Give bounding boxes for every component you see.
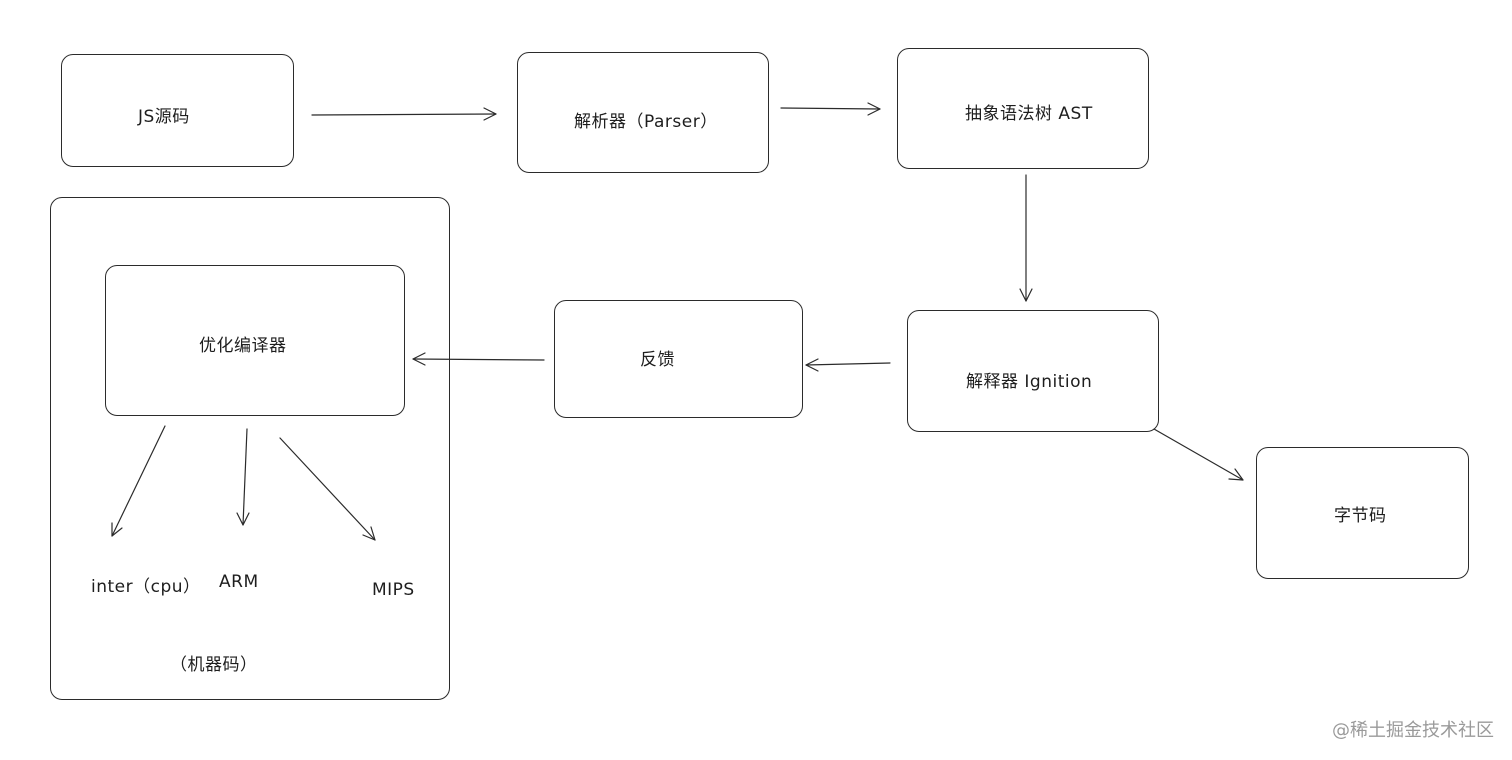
parser-label: 解析器（Parser） bbox=[574, 112, 718, 132]
interpreter-label: 解释器 Ignition bbox=[966, 372, 1093, 392]
arrow-js-to-parser bbox=[311, 107, 497, 121]
interpreter-box: 解释器 Ignition bbox=[907, 310, 1159, 432]
parser-box: 解析器（Parser） bbox=[517, 52, 769, 173]
arrow-interpreter-to-feedback bbox=[805, 358, 891, 372]
bytecode-label: 字节码 bbox=[1334, 506, 1387, 526]
watermark: @稀土掘金技术社区 bbox=[1332, 720, 1494, 741]
js-source-box: JS源码 bbox=[61, 54, 294, 167]
js-source-label: JS源码 bbox=[138, 107, 190, 127]
feedback-box: 反馈 bbox=[554, 300, 803, 418]
target-inter-cpu-label: inter（cpu） bbox=[91, 577, 201, 597]
machine-code-group-box bbox=[50, 197, 450, 700]
ast-box: 抽象语法树 AST bbox=[897, 48, 1149, 169]
bytecode-box: 字节码 bbox=[1256, 447, 1469, 579]
ast-label: 抽象语法树 AST bbox=[965, 104, 1093, 124]
arrow-ast-to-interpreter bbox=[1019, 174, 1033, 302]
feedback-label: 反馈 bbox=[640, 350, 675, 370]
target-mips-label: MIPS bbox=[372, 580, 415, 600]
optimizing-compiler-box: 优化编译器 bbox=[105, 265, 405, 416]
optimizing-compiler-label: 优化编译器 bbox=[199, 336, 287, 356]
arrow-parser-to-ast bbox=[780, 102, 881, 116]
arrow-interpreter-to-bytecode bbox=[1153, 428, 1244, 481]
target-arm-label: ARM bbox=[219, 572, 259, 592]
machine-code-caption: （机器码） bbox=[170, 655, 258, 675]
